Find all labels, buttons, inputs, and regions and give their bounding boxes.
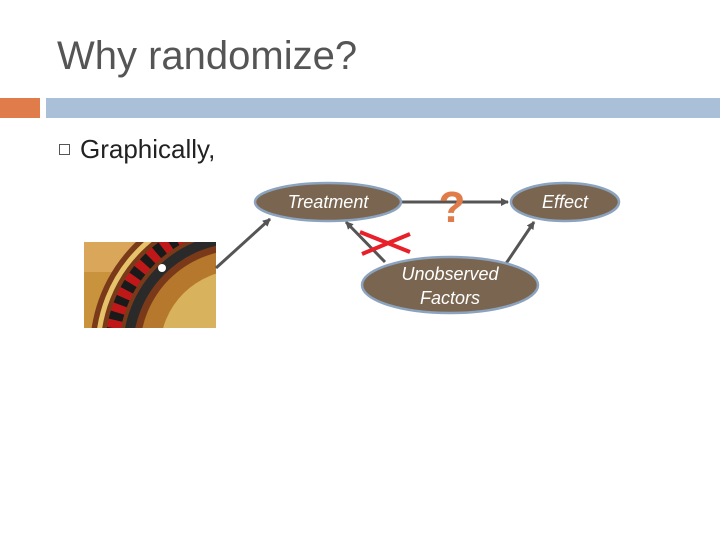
bullet-text: Graphically, xyxy=(80,134,216,164)
accent-bar-orange xyxy=(0,98,40,118)
node-effect-label: Effect xyxy=(542,192,589,212)
arrow-unobserved-to-treatment xyxy=(344,220,387,264)
node-effect xyxy=(509,181,621,223)
slide-title: Why randomize? xyxy=(57,34,358,78)
node-treatment xyxy=(253,181,403,223)
node-unobserved-factors xyxy=(360,255,540,315)
arrow-unobserved-to-effect xyxy=(503,221,536,266)
node-treatment-label: Treatment xyxy=(288,192,370,212)
node-unobserved-label-line1: Unobserved xyxy=(401,264,499,284)
question-mark: ? xyxy=(439,183,466,232)
blocked-cross-icon xyxy=(359,230,411,256)
node-unobserved-label-line2: Factors xyxy=(420,288,480,308)
arrow-randomization-to-treatment xyxy=(214,217,272,270)
accent-bar-blue xyxy=(46,98,720,118)
bullet-square-icon xyxy=(59,144,70,155)
roulette-wheel-image xyxy=(84,242,216,328)
